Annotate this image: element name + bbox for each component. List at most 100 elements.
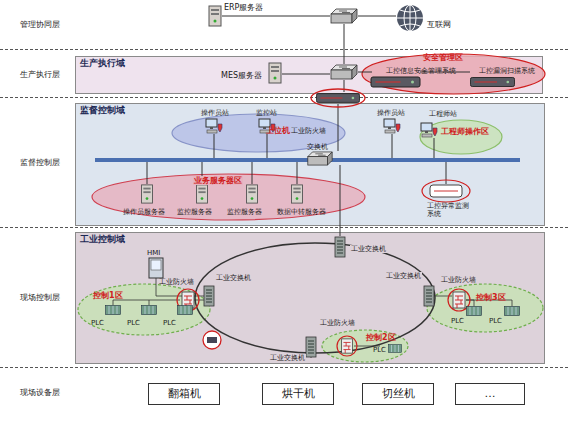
layer-title: 现场设备层 [20, 388, 60, 397]
device-label: 工业交换机 [350, 245, 387, 253]
device-label: ERP服务器 [224, 3, 263, 12]
device-name: 工业防火墙 [291, 127, 326, 135]
zone-title: 控制3区 [476, 293, 506, 302]
device-name: 工业防火墙 [441, 276, 476, 284]
zone-title: 业务服务器区 [193, 176, 243, 185]
layer-band: 现场控制层工业控制域HMI控制1区工业防火墙PLCPLCPLC工业交换机工业交换… [0, 228, 568, 368]
device-name: 工业交换机 [385, 272, 422, 280]
equipment-box: … [455, 383, 525, 405]
device-label: 操作员站 [377, 109, 405, 117]
device-name: 操作员站 [201, 109, 229, 117]
device-label: 工业交换机 [385, 272, 422, 280]
zone-ellipse: 工程师操作区 [419, 119, 503, 155]
device-name: PLC [489, 317, 502, 325]
device-label: 工业防火墙 [291, 127, 326, 135]
device-name: MES服务器 [221, 71, 262, 80]
device-name: 工业防火墙 [159, 278, 194, 286]
device-label: HMI [147, 249, 160, 257]
zone-ellipse: 安全管理区工控信息安全管理系统 工控漏洞扫描系统 [361, 53, 546, 95]
layer-title: 管理协同层 [20, 20, 60, 29]
device-name: 工业交换机 [350, 245, 387, 253]
device-name: 操作员站 [377, 109, 405, 117]
device-label: 工控异常监测系统 [427, 202, 471, 218]
device-name: 监控站 [256, 109, 277, 117]
device-name: PLC [373, 346, 386, 354]
device-label: 操作员站 [201, 109, 229, 117]
device-name: 工控异常监测系统 [427, 202, 471, 218]
zone-title: 工程师操作区 [441, 127, 489, 136]
device-name: 互联网 [427, 20, 451, 29]
device-label: 工业防火墙 [159, 278, 194, 286]
device-label: 交换机 [307, 143, 328, 151]
device-name: 工程师站 [429, 110, 457, 118]
device-label: 工控信息安全管理系统 [386, 67, 456, 75]
device-label: PLC [451, 317, 464, 325]
domain-title: 生产执行域 [80, 58, 125, 68]
device-name: 工业交换机 [269, 354, 306, 362]
device-name: 监控服务器 [227, 208, 262, 216]
zone-ellipse: 控制3区工业防火墙PLCPLC [426, 283, 544, 333]
device-name: PLC [91, 319, 104, 327]
zone-title: 控制1区 [93, 291, 123, 300]
device-label: PLC [91, 319, 104, 327]
layer-title: 监督控制层 [20, 158, 60, 167]
domain-region: 监督控制域上位机 操作员站 监控站工业防火墙交换机 工程师操作区 操作员站 工程师站业务服… [75, 103, 545, 226]
device-label: 监控服务器 [177, 208, 212, 216]
equipment-name: … [485, 388, 496, 401]
device-label: 工业交换机 [215, 274, 252, 282]
device-name: PLC [127, 319, 140, 327]
zone-title: 上位机 [266, 126, 290, 135]
zone-outline [426, 283, 544, 333]
layer-band: 生产执行层 生产执行域 MES服务器 安全管理区工控信息安全管理系统 工控漏洞扫描系统 [0, 50, 568, 98]
zone-ellipse: 控制1区工业防火墙PLCPLCPLC [77, 283, 211, 336]
zone-outline [77, 283, 211, 336]
equipment-box: 切丝机 [362, 383, 434, 405]
device-label: MES服务器 [221, 71, 262, 80]
device-name: PLC [163, 319, 176, 327]
device-label: 互联网 [427, 20, 451, 29]
device-label: 操作员服务器 [123, 208, 165, 216]
domain-title: 工业控制域 [80, 234, 125, 244]
device-label: PLC [127, 319, 140, 327]
device-label: 工程师站 [429, 110, 457, 118]
device-name: 工业防火墙 [319, 319, 356, 327]
device-name: 操作员服务器 [123, 208, 165, 216]
layer-band: 现场设备层 翻箱机 烘干机 切丝机 … [0, 368, 568, 422]
device-name: 数据中转服务器 [277, 208, 326, 216]
equipment-name: 翻箱机 [168, 388, 201, 401]
device-label: 监控站 [256, 109, 277, 117]
device-label: 工业防火墙 [319, 319, 356, 327]
domain-title: 监督控制域 [80, 105, 125, 115]
zone-outline [419, 119, 503, 155]
domain-region: 工业控制域HMI控制1区工业防火墙PLCPLCPLC工业交换机工业交换机控制3区… [75, 232, 545, 364]
equipment-box: 翻箱机 [148, 383, 220, 405]
zone-title: 安全管理区 [423, 53, 463, 62]
device-label: 工业交换机 [269, 354, 306, 362]
zone-outline [321, 329, 409, 363]
device-label: PLC [373, 346, 386, 354]
device-label: 数据中转服务器 [277, 208, 326, 216]
device-label: 监控服务器 [227, 208, 262, 216]
layer-title: 生产执行层 [20, 70, 60, 79]
layer-band: 管理协同层 ERP服务器互联网 [0, 0, 568, 50]
device-label: PLC [163, 319, 176, 327]
equipment-box: 烘干机 [262, 383, 334, 405]
zone-ellipse: 业务服务器区操作员服务器 监控服务器 监控服务器 数据中转服务器 [91, 173, 366, 221]
device-label: 工业防火墙 [441, 276, 476, 284]
zone-title: 控制2区 [366, 333, 396, 342]
layer-title: 现场控制层 [20, 293, 60, 302]
device-name: ERP服务器 [224, 3, 263, 12]
device-name: 工控信息安全管理系统 [386, 67, 456, 75]
equipment-name: 切丝机 [382, 388, 415, 401]
layer-band: 监督控制层 监督控制域上位机 操作员站 监控站工业防火墙交换机 工程师操作区 操作员站 工程… [0, 98, 568, 228]
device-name: 交换机 [307, 143, 328, 151]
equipment-name: 烘干机 [282, 388, 315, 401]
zone-ellipse: 控制2区工业防火墙PLC [321, 329, 409, 363]
device-name: 工控漏洞扫描系统 [479, 67, 535, 75]
device-name: 工业交换机 [215, 274, 252, 282]
device-name: 监控服务器 [177, 208, 212, 216]
device-name: PLC [451, 317, 464, 325]
device-name: HMI [147, 249, 160, 257]
device-label: PLC [489, 317, 502, 325]
